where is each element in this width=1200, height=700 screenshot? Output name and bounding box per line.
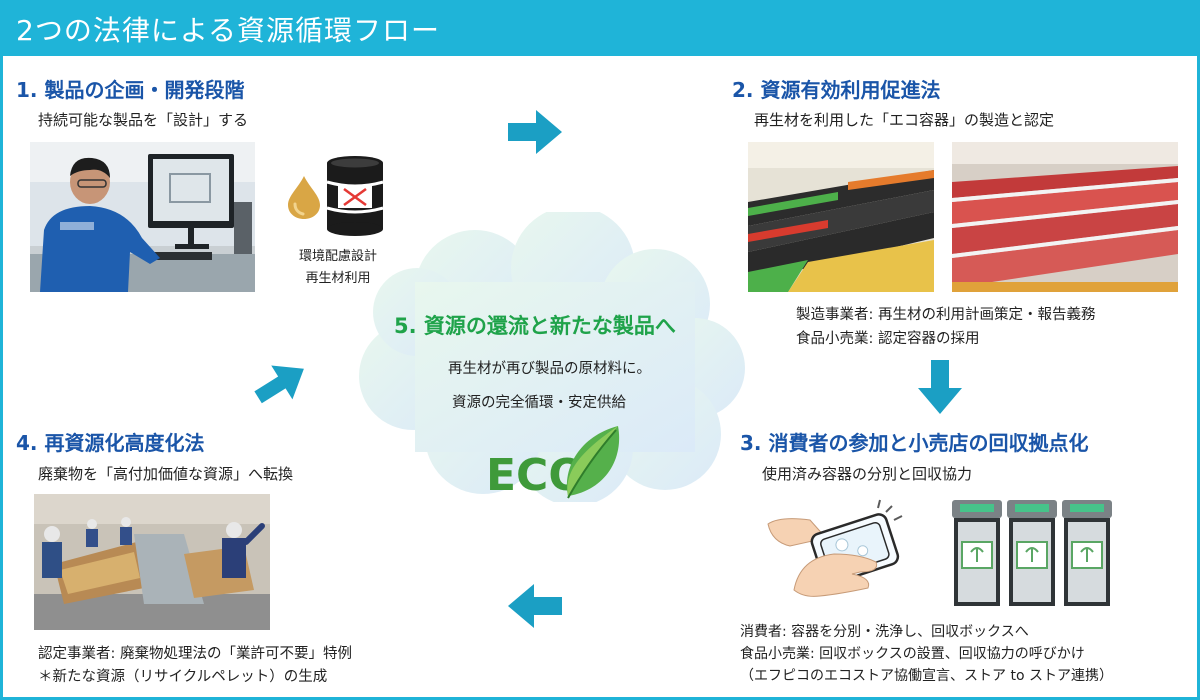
step3-note-2: 食品小売業: 回収ボックスの設置、回収協力の呼びかけ bbox=[740, 646, 1085, 662]
eco-trays-shelf-photo bbox=[748, 142, 934, 292]
designer-photo bbox=[30, 142, 255, 292]
step1-subtitle: 持続可能な製品を「設計」する bbox=[38, 111, 249, 129]
step3-title: 3. 消費者の参加と小売店の回収拠点化 bbox=[740, 431, 1089, 455]
arrow-right-icon bbox=[508, 110, 562, 158]
step4-note-2: ＊新たな資源（リサイクルペレット）の生成 bbox=[38, 669, 328, 685]
step3-note-1: 消費者: 容器を分別・洗浄し、回収ボックスへ bbox=[740, 624, 1029, 640]
header-bar: 2つの法律による資源循環フロー bbox=[0, 0, 1200, 56]
step4-title: 4. 再資源化高度化法 bbox=[16, 431, 205, 455]
center-title: 5. 資源の還流と新たな製品へ bbox=[394, 314, 676, 338]
step2-subtitle: 再生材を利用した「エコ容器」の製造と認定 bbox=[754, 111, 1055, 129]
step3-note-3: （エフピコのエコストア協働宣言、ストア to ストア連携） bbox=[740, 668, 1113, 684]
step1-caption-2: 再生材利用 bbox=[305, 271, 371, 286]
step3-subtitle: 使用済み容器の分別と回収協力 bbox=[762, 465, 973, 483]
step2-note-2: 食品小売業: 認定容器の採用 bbox=[796, 331, 980, 347]
meat-shelf-photo bbox=[952, 142, 1178, 292]
eco-logo: ECO bbox=[484, 418, 634, 506]
step1-title: 1. 製品の企画・開発段階 bbox=[16, 78, 245, 102]
recycling-plant-photo bbox=[34, 494, 270, 630]
oil-drop-icon bbox=[284, 174, 324, 220]
arrow-down-icon bbox=[918, 360, 962, 418]
step2-title: 2. 資源有効利用促進法 bbox=[732, 78, 941, 102]
arrow-left-icon bbox=[508, 584, 562, 632]
step4-subtitle: 廃棄物を「高付加価値な資源」へ転換 bbox=[38, 465, 294, 483]
collection-boxes-illustration bbox=[944, 494, 1112, 610]
page-title: 2つの法律による資源循環フロー bbox=[16, 14, 440, 47]
step1-caption-1: 環境配慮設計 bbox=[298, 249, 377, 264]
oil-barrel-icon bbox=[324, 154, 386, 238]
arrow-up-right-icon bbox=[252, 358, 310, 412]
center-line-1: 再生材が再び製品の原材料に。 bbox=[448, 361, 651, 377]
step4-note-1: 認定事業者: 廃棄物処理法の「業許可不要」特例 bbox=[38, 646, 352, 662]
washing-container-illustration bbox=[760, 498, 910, 608]
step2-note-1: 製造事業者: 再生材の利用計画策定・報告義務 bbox=[796, 307, 1096, 323]
center-cloud bbox=[355, 212, 753, 502]
center-line-2: 資源の完全循環・安定供給 bbox=[452, 395, 626, 411]
